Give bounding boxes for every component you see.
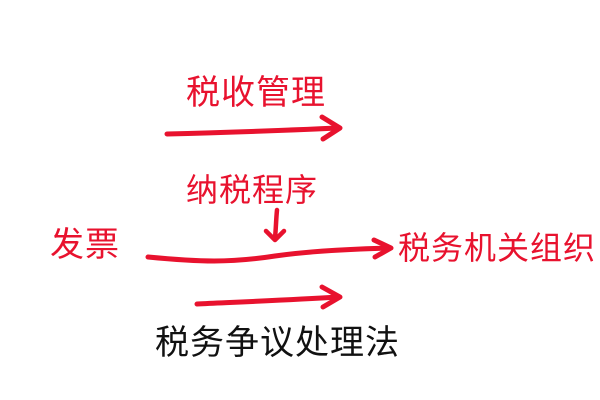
- arrow-tax-procedure-down-head: [263, 228, 287, 243]
- label-invoice: 发票: [50, 225, 120, 265]
- arrow-tax-admin: [164, 125, 341, 137]
- arrow-tax-dispute: [194, 294, 341, 307]
- label-tax-organization: 税务机关组织: [398, 229, 597, 267]
- arrow-tax-admin-head: [319, 114, 343, 142]
- label-tax-dispute-law: 税务争议处理法: [155, 323, 400, 363]
- label-tax-admin: 税收管理: [186, 73, 326, 113]
- arrow-invoice-to-org-head: [371, 237, 394, 260]
- arrow-tax-dispute-head: [319, 284, 343, 310]
- arrow-tax-procedure-down: [272, 207, 280, 241]
- label-tax-procedure: 纳税程序: [186, 171, 319, 209]
- arrow-invoice-to-org: [145, 245, 393, 264]
